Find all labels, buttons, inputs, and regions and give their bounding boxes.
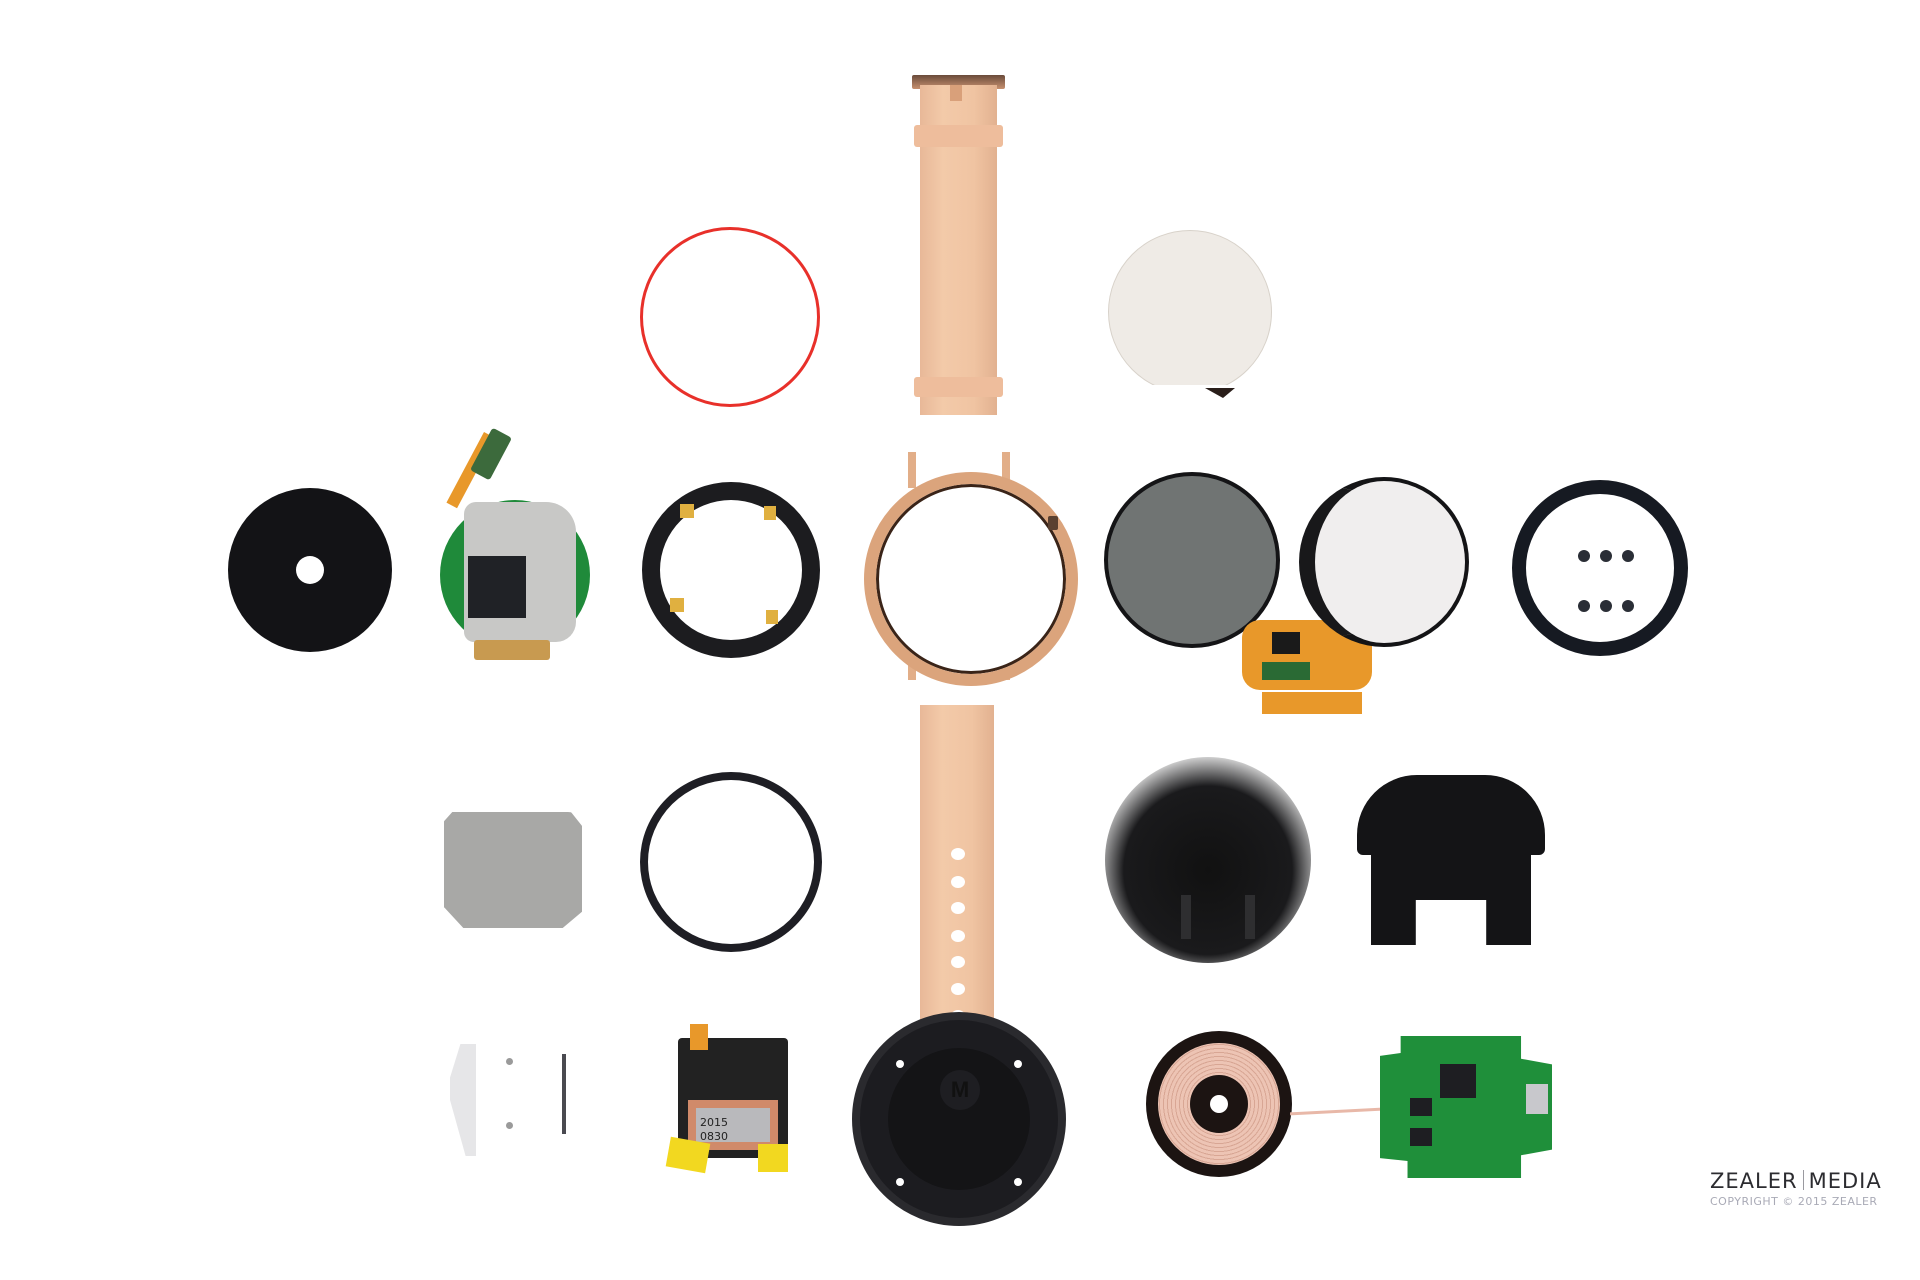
coil-wire [1289, 1107, 1383, 1116]
white-lcd [1299, 477, 1469, 647]
strap-hole [951, 848, 965, 860]
center-hole [296, 556, 324, 584]
strap-hole [951, 902, 965, 914]
strap-hole [951, 983, 965, 995]
black-sensor-disc [228, 488, 392, 652]
battery-date-year: 2015 [700, 1116, 728, 1129]
soc-chip [468, 556, 526, 618]
charging-coil [1146, 1031, 1292, 1177]
top-strap [912, 75, 1005, 415]
strap-hole [951, 876, 965, 888]
keeper-loop-bottom [914, 377, 1003, 397]
backlight-disc [1108, 230, 1272, 385]
case-ring [864, 472, 1078, 686]
watermark-title: ZEALER MEDIA [1710, 1168, 1882, 1194]
brand-right: MEDIA [1808, 1169, 1882, 1193]
bottom-strap [920, 705, 994, 1025]
contact-2 [764, 506, 776, 520]
back-cover: M [852, 1012, 1066, 1226]
grey-display [1104, 472, 1280, 648]
motorola-logo: M [940, 1070, 980, 1110]
gasket-ring [1512, 480, 1688, 656]
dock-pcb [1380, 1036, 1552, 1178]
dock-post [1181, 895, 1191, 939]
battery-date-code: 0830 [700, 1130, 728, 1143]
strap-hole [951, 956, 965, 968]
copyright-text: COPYRIGHT © 2015 ZEALER [1710, 1195, 1878, 1208]
brand-separator [1802, 1170, 1804, 1190]
charging-dock [1105, 757, 1311, 963]
contact-4 [766, 610, 778, 624]
watermark: ZEALER MEDIA COPYRIGHT © 2015 ZEALER [1710, 1168, 1882, 1210]
crown [1048, 516, 1058, 530]
dock-frame [1357, 775, 1545, 957]
red-ring [640, 227, 820, 407]
contact-3 [670, 598, 684, 612]
lug-tr [1002, 452, 1010, 488]
dock-post [1245, 895, 1255, 939]
gold-case [862, 452, 1078, 686]
antenna-ring [642, 482, 820, 658]
metal-shield-plate [444, 812, 582, 928]
plastic-brackets [440, 1040, 580, 1170]
buckle-prong [950, 85, 962, 101]
brand-left: ZEALER [1710, 1169, 1798, 1193]
keeper-loop [914, 125, 1003, 147]
connector [474, 640, 550, 660]
battery: 2015 0830 [665, 1020, 798, 1180]
contact-1 [680, 504, 694, 518]
strap-hole [951, 930, 965, 942]
motherboard [436, 427, 596, 666]
bezel-ring [640, 772, 822, 952]
backlight-tab [1205, 388, 1235, 398]
lug-tl [908, 452, 916, 488]
